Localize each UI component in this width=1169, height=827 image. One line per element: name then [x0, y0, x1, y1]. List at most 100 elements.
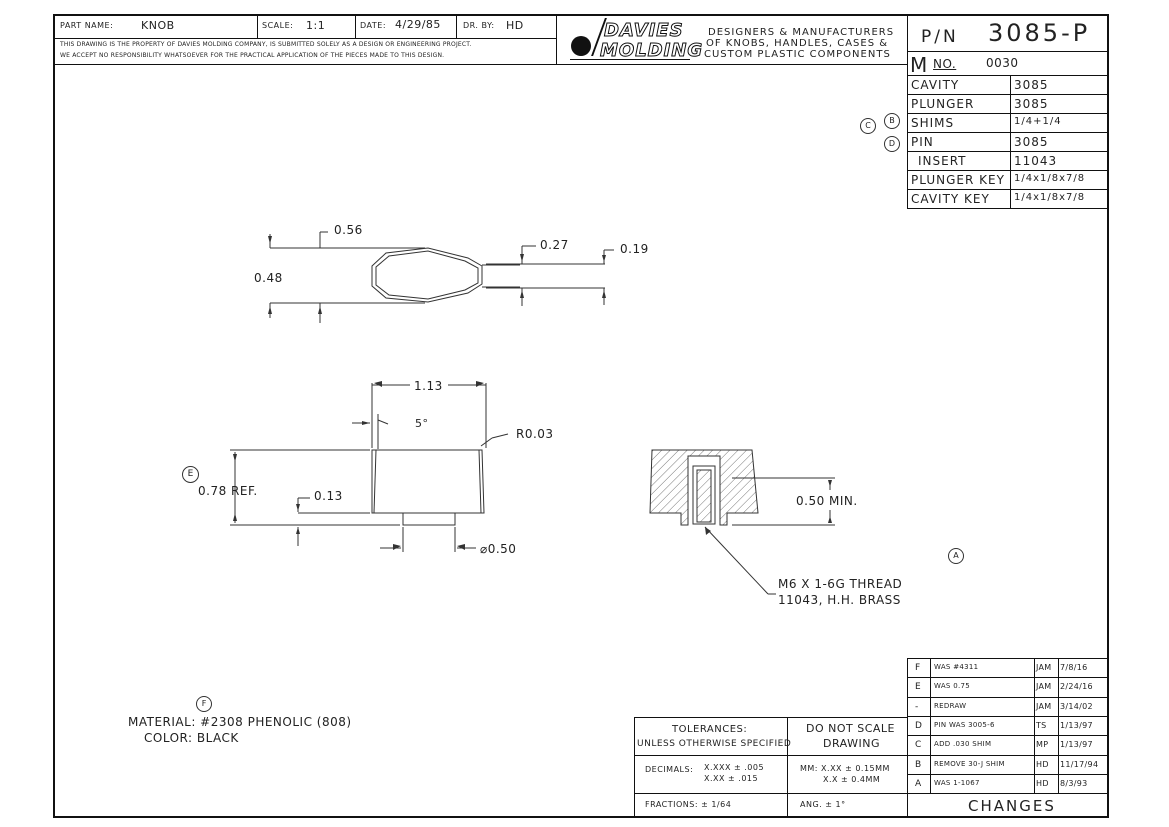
changes-title: CHANGES	[968, 797, 1056, 815]
section-insert-inner	[696, 469, 712, 523]
tol-angle: ANG. ± 1°	[800, 800, 846, 809]
material-line: MATERIAL: #2308 PHENOLIC (808)	[128, 715, 352, 729]
side-stem	[402, 513, 456, 526]
tol-dec-1: X.XXX ± .005	[704, 763, 765, 772]
m-label: M	[910, 53, 928, 77]
changes-date: 11/17/94	[1060, 760, 1099, 769]
no-scale-1: DO NOT SCALE	[806, 722, 895, 735]
changes-rev: B	[915, 760, 922, 770]
changes-row-line	[907, 716, 1108, 717]
tol-dec-label: DECIMALS:	[645, 765, 694, 774]
dim-r003: R0.03	[516, 427, 554, 441]
changes-date: 8/3/93	[1060, 779, 1088, 788]
changes-desc: REDRAW	[934, 702, 967, 710]
date-label: DATE:	[360, 21, 387, 30]
pn-bottom-line	[907, 51, 1108, 52]
dim-048: 0.48	[254, 271, 283, 285]
knob-top-view-inner	[375, 250, 479, 300]
part-name-label: PART NAME:	[60, 21, 114, 30]
tol-mm-1: MM: X.XX ± 0.15MM	[800, 764, 890, 773]
thread-note-1: M6 X 1-6G THREAD	[778, 577, 903, 591]
changes-date: 1/13/97	[1060, 740, 1093, 749]
header-div-2	[355, 15, 356, 38]
dim-013: 0.13	[314, 489, 343, 503]
header-div-3	[456, 15, 457, 38]
changes-desc: WAS 1-1067	[934, 779, 980, 787]
tooling-label: SHIMS	[911, 116, 955, 130]
side-taper-right	[478, 449, 482, 514]
section-insert	[692, 465, 716, 525]
tooling-label: CAVITY	[911, 78, 960, 92]
side-taper-left	[373, 449, 377, 514]
header-div-1	[257, 15, 258, 38]
notice-line-1: THIS DRAWING IS THE PROPERTY OF DAVIES M…	[60, 41, 472, 48]
callout-e: E	[182, 466, 199, 483]
scale-value: 1:1	[306, 19, 326, 32]
header-div-5	[907, 15, 908, 209]
tooling-divider	[1010, 75, 1011, 208]
changes-date: 7/8/16	[1060, 663, 1088, 672]
dimension-arrows	[233, 236, 832, 550]
changes-row-line	[907, 774, 1108, 775]
callout-a: A	[948, 548, 964, 564]
changes-rev: A	[915, 779, 922, 789]
tooling-row-line	[907, 170, 1109, 171]
tooling-row-line	[907, 94, 1109, 95]
dr-by-value: HD	[506, 19, 524, 32]
logo-underline	[570, 59, 690, 60]
changes-desc: WAS #4311	[934, 663, 979, 671]
tooling-row-line	[907, 189, 1109, 190]
changes-by: HD	[1036, 760, 1049, 769]
changes-by: HD	[1036, 779, 1049, 788]
tooling-row-line	[907, 151, 1109, 152]
pn-value: 3085-P	[988, 19, 1091, 47]
changes-rev: E	[915, 682, 921, 692]
changes-rev: D	[915, 721, 923, 731]
changes-col-line	[1034, 658, 1035, 793]
date-value: 4/29/85	[395, 18, 441, 31]
tooling-label: PLUNGER	[911, 97, 975, 111]
tooling-row-line	[907, 132, 1109, 133]
tolerance-block	[634, 717, 908, 818]
tooling-bottom-line	[907, 208, 1109, 209]
callout-c: C	[860, 118, 876, 134]
company-logo: DAVIES MOLDING	[570, 18, 703, 62]
tooling-value: 3085	[1014, 78, 1049, 92]
tol-fractions: FRACTIONS: ± 1/64	[645, 800, 732, 809]
tol-mm-2: X.X ± 0.4MM	[823, 775, 881, 784]
changes-date: 1/13/97	[1060, 721, 1093, 730]
changes-desc: WAS 0.75	[934, 682, 970, 690]
part-name-value: KNOB	[141, 19, 175, 32]
changes-desc: PIN WAS 3005-6	[934, 721, 995, 729]
changes-desc: REMOVE 30-J SHIM	[934, 760, 1005, 768]
m-no-label: NO.	[933, 57, 957, 71]
dim-027: 0.27	[540, 238, 569, 252]
tooling-value: 1/4+1/4	[1014, 116, 1062, 127]
pn-label: P/N	[921, 27, 959, 47]
dim-050-min: 0.50 MIN.	[796, 494, 858, 508]
changes-date: 3/14/02	[1060, 702, 1093, 711]
callout-d: D	[884, 136, 900, 152]
changes-row-line	[907, 697, 1108, 698]
dim-5-deg: 5°	[415, 417, 429, 430]
tooling-value: 1/4x1/8x7/8	[1014, 173, 1086, 184]
changes-desc: ADD .030 SHIM	[934, 740, 992, 748]
changes-rev: F	[915, 663, 921, 673]
changes-by: MP	[1036, 740, 1049, 749]
dim-113: 1.13	[414, 379, 443, 393]
changes-by: JAM	[1036, 682, 1052, 691]
tooling-label: PIN	[911, 135, 934, 149]
changes-col-line	[930, 658, 931, 793]
logo-emblem-icon	[571, 36, 591, 56]
dim-dia-050: ⌀0.50	[480, 542, 517, 556]
section-body	[649, 449, 759, 526]
dim-056: 0.56	[334, 223, 363, 237]
tagline-1: DESIGNERS & MANUFACTURERS	[708, 27, 895, 38]
tagline-3: CUSTOM PLASTIC COMPONENTS	[704, 49, 891, 60]
tooling-label: INSERT	[918, 154, 967, 168]
drawing-sheet	[53, 14, 1109, 818]
changes-by: JAM	[1036, 663, 1052, 672]
tooling-label: CAVITY KEY	[911, 192, 990, 206]
tagline-2: OF KNOBS, HANDLES, CASES &	[706, 38, 889, 49]
tooling-row-line	[907, 75, 1109, 76]
